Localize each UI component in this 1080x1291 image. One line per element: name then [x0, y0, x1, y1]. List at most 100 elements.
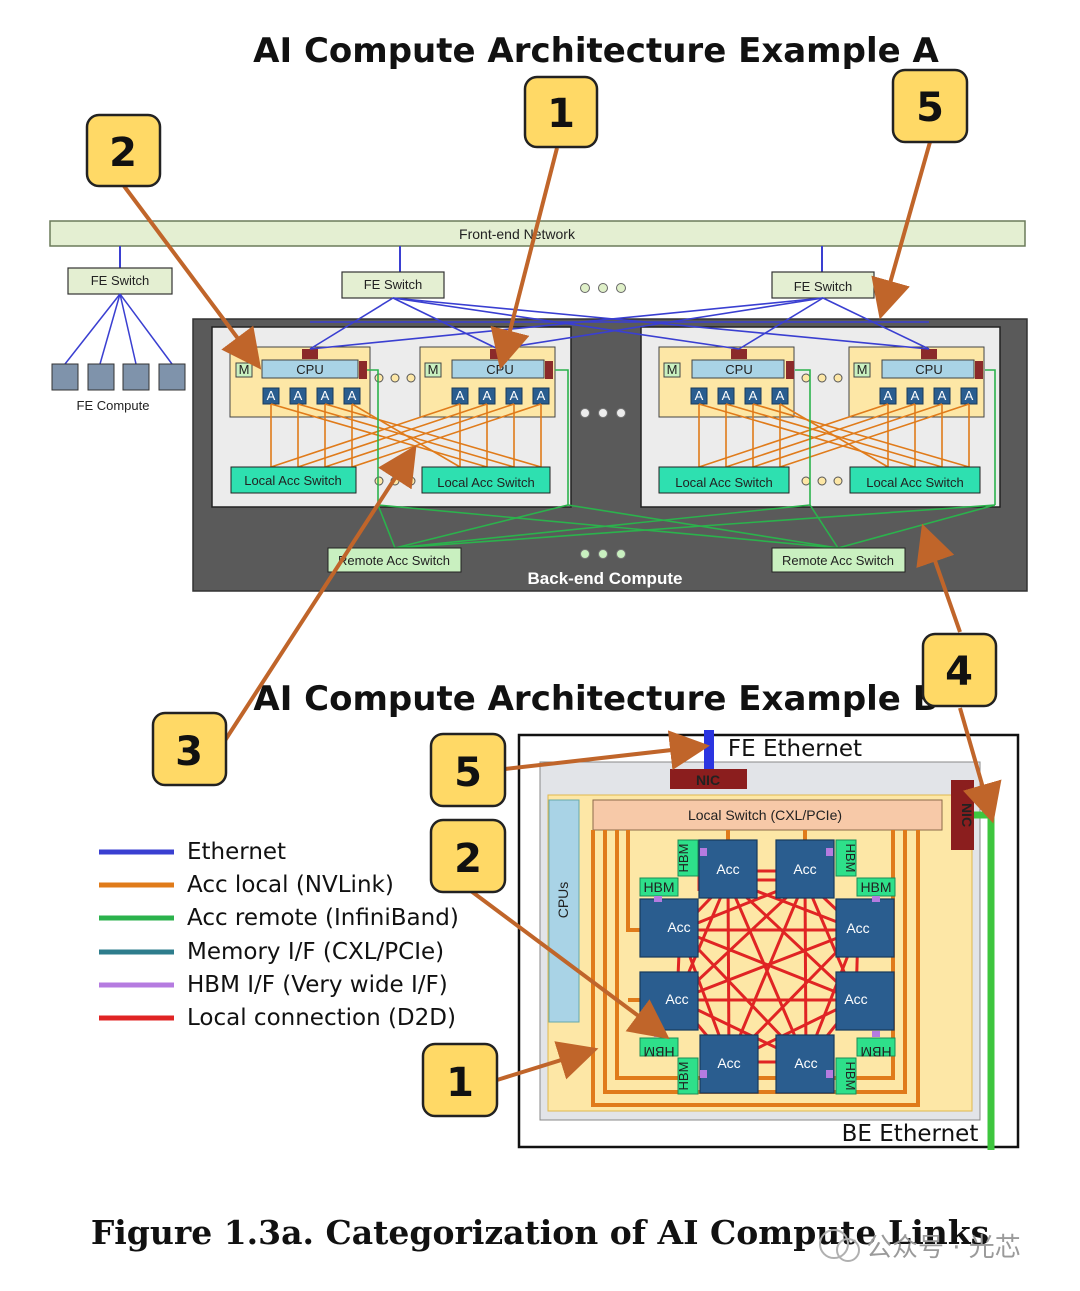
- svg-text:CPU: CPU: [486, 362, 513, 377]
- svg-text:2: 2: [454, 836, 482, 882]
- svg-text:A: A: [510, 388, 519, 403]
- title-example-b: AI Compute Architecture Example B: [253, 679, 938, 719]
- svg-text:A: A: [483, 388, 492, 403]
- front-end-network-label: Front-end Network: [459, 226, 576, 242]
- fe-compute-nodes: [51, 363, 186, 391]
- cpus-block: [548, 799, 580, 1023]
- callout-arrows: [122, 141, 1002, 1082]
- local-switch: [592, 799, 943, 831]
- svg-text:Acc: Acc: [793, 861, 816, 877]
- svg-text:A: A: [695, 388, 704, 403]
- local-acc-switch-3: [658, 466, 790, 494]
- nvlink-crossovers: [270, 403, 970, 468]
- svg-text:4: 4: [945, 649, 973, 695]
- svg-text:Local Acc Switch: Local Acc Switch: [437, 475, 535, 490]
- legend-item-d2d: Local connection (D2D): [187, 1005, 456, 1031]
- wechat-icon: [819, 1229, 849, 1259]
- svg-text:M: M: [239, 362, 250, 377]
- svg-text:Local Switch (CXL/PCIe): Local Switch (CXL/PCIe): [688, 807, 842, 823]
- local-acc-switch-2: [421, 466, 551, 494]
- svg-text:Local Acc Switch: Local Acc Switch: [244, 473, 342, 488]
- svg-text:A: A: [749, 388, 758, 403]
- svg-text:1: 1: [446, 1060, 474, 1106]
- svg-text:Acc: Acc: [665, 991, 688, 1007]
- back-end-compute-label: Back-end Compute: [528, 569, 683, 588]
- svg-text:HBM: HBM: [643, 879, 674, 895]
- hbm-labels: HBM HBM HBM HBM HBM HBM HBM HBM: [643, 844, 891, 1091]
- badge-5-a: 5: [891, 68, 969, 144]
- acc-labels: Acc Acc Acc Acc Acc Acc Acc Acc: [665, 861, 869, 1071]
- legend-item-acc-remote: Acc remote (InfiniBand): [187, 905, 459, 931]
- svg-text:A: A: [321, 388, 330, 403]
- legend-item-acc-local: Acc local (NVLink): [187, 872, 394, 898]
- local-acc-switch-1: [230, 466, 357, 494]
- badge-2-a: 2: [85, 113, 162, 188]
- example-a: Front-end Network FE Switch FE Switch FE…: [49, 220, 1028, 592]
- svg-text:A: A: [965, 388, 974, 403]
- svg-text:Acc: Acc: [667, 919, 690, 935]
- svg-text:Remote Acc Switch: Remote Acc Switch: [782, 553, 894, 568]
- svg-text:Local Acc Switch: Local Acc Switch: [675, 475, 773, 490]
- fe-compute-links: [64, 293, 173, 365]
- svg-text:Acc: Acc: [717, 1055, 740, 1071]
- fe-switch-1-label: FE Switch: [91, 273, 150, 288]
- svg-text:NIC: NIC: [959, 803, 975, 827]
- svg-text:A: A: [537, 388, 546, 403]
- example-b: FE Ethernet BE Ethernet NIC Local Switch…: [517, 730, 1020, 1150]
- svg-text:1: 1: [547, 91, 575, 137]
- fe-switch-1: [67, 267, 173, 295]
- svg-text:M: M: [667, 362, 678, 377]
- svg-text:M: M: [428, 362, 439, 377]
- fe-switch-ellipsis: [580, 283, 626, 293]
- rack-gap-ellipsis: [580, 408, 626, 559]
- svg-text:Local Acc Switch: Local Acc Switch: [866, 475, 964, 490]
- legend-item-memory-if: Memory I/F (CXL/PCIe): [187, 939, 444, 965]
- be-ethernet-label: BE Ethernet: [842, 1121, 979, 1147]
- svg-text:HBM: HBM: [676, 1062, 691, 1091]
- svg-text:A: A: [722, 388, 731, 403]
- svg-text:3: 3: [175, 729, 203, 775]
- title-example-a: AI Compute Architecture Example A: [253, 31, 939, 71]
- acc-blocks: [639, 839, 895, 1094]
- figure-caption: Figure 1.3a. Categorization of AI Comput…: [91, 1213, 989, 1252]
- svg-text:M: M: [857, 362, 868, 377]
- badge-4: 4: [921, 632, 998, 708]
- remote-acc-switch-2: [771, 547, 906, 573]
- svg-text:A: A: [348, 388, 357, 403]
- svg-text:2: 2: [109, 130, 137, 176]
- fe-compute-label: FE Compute: [77, 398, 150, 413]
- svg-text:A: A: [267, 388, 276, 403]
- svg-text:HBM: HBM: [843, 844, 858, 873]
- svg-text:HBM: HBM: [643, 1044, 674, 1060]
- legend-item-hbm-if: HBM I/F (Very wide I/F): [187, 972, 448, 998]
- svg-text:Acc: Acc: [794, 1055, 817, 1071]
- svg-text:HBM: HBM: [843, 1062, 858, 1091]
- svg-text:Acc: Acc: [846, 920, 869, 936]
- svg-text:公众号 · 光芯: 公众号 · 光芯: [866, 1233, 1021, 1263]
- svg-text:HBM: HBM: [860, 879, 891, 895]
- legend-item-ethernet: Ethernet: [187, 839, 286, 865]
- svg-text:A: A: [456, 388, 465, 403]
- svg-text:NIC: NIC: [696, 772, 720, 788]
- svg-text:Acc: Acc: [844, 991, 867, 1007]
- fe-uplinks: [119, 246, 823, 272]
- fe-switch-2: [341, 271, 445, 299]
- fe-ethernet-link: [704, 730, 714, 770]
- badge-5-b: 5: [429, 732, 507, 808]
- svg-text:HBM: HBM: [676, 844, 691, 873]
- svg-text:A: A: [938, 388, 947, 403]
- legend: Ethernet Acc local (NVLink) Acc remote (…: [99, 839, 459, 1031]
- local-acc-switch-4: [849, 466, 981, 494]
- svg-text:A: A: [884, 388, 893, 403]
- svg-text:A: A: [294, 388, 303, 403]
- svg-text:A: A: [776, 388, 785, 403]
- badge-1-b: 1: [421, 1042, 499, 1118]
- svg-text:CPU: CPU: [915, 362, 942, 377]
- fe-switch-3-label: FE Switch: [794, 279, 853, 294]
- fe-to-cpu-links: [309, 297, 930, 350]
- svg-text:5: 5: [916, 85, 944, 131]
- badge-1-a: 1: [523, 75, 599, 149]
- badge-2-b: 2: [429, 818, 507, 894]
